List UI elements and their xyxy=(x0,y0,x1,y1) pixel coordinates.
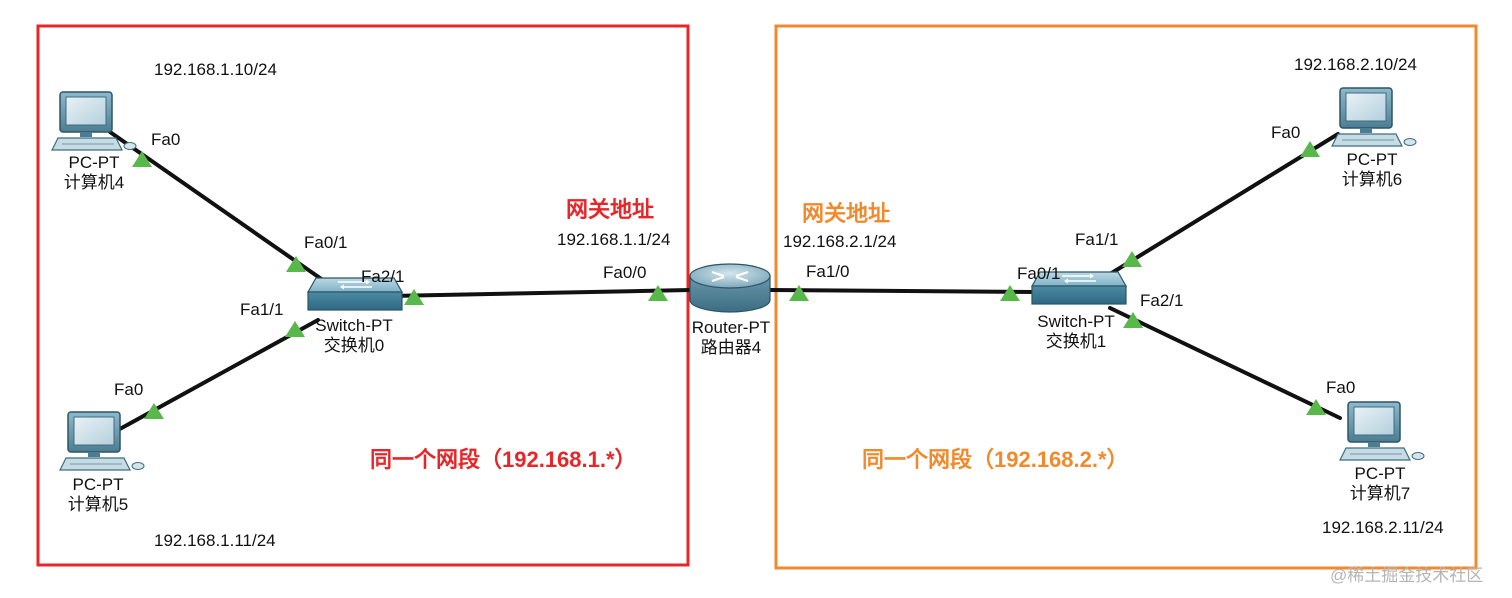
left-network-box xyxy=(36,24,690,567)
link-router-switch1 xyxy=(768,288,1040,294)
switch0-port-fa11-label: Fa1/1 xyxy=(240,300,284,319)
pc5-name: 计算机5 xyxy=(67,495,129,514)
port-indicator-router-fa00 xyxy=(648,285,668,301)
right-segment-label: 同一个网段（192.168.2.*） xyxy=(862,447,1129,472)
link-pc4-switch0 xyxy=(108,130,332,287)
left-gateway-ip: 192.168.1.1/24 xyxy=(557,230,671,249)
pc7-ip-label: 192.168.2.11/24 xyxy=(1322,518,1444,537)
right-gateway-title: 网关地址 xyxy=(802,201,891,226)
pc6-type: PC-PT xyxy=(1346,150,1398,169)
pc6-name: 计算机6 xyxy=(1341,170,1403,189)
pc5-label: PC-PT 计算机5 xyxy=(60,475,136,515)
link-switch0-router xyxy=(388,288,692,298)
pc7-type: PC-PT xyxy=(1354,464,1406,483)
pc5-port-label: Fa0 xyxy=(114,380,144,399)
left-segment-label: 同一个网段（192.168.1.*） xyxy=(370,447,637,472)
pc4-type: PC-PT xyxy=(68,153,120,172)
pc4-ip-label: 192.168.1.10/24 xyxy=(154,60,277,79)
port-indicator-router-fa10 xyxy=(789,285,809,301)
switch0-name: 交换机0 xyxy=(323,336,385,355)
pc7-computer-icon[interactable] xyxy=(1339,401,1425,461)
left-gateway-title: 网关地址 xyxy=(566,197,655,222)
right-gateway-ip: 192.168.2.1/24 xyxy=(783,232,897,251)
pc7-label: PC-PT 计算机7 xyxy=(1342,464,1418,504)
router-port-fa00-label: Fa0/0 xyxy=(603,263,647,282)
link-switch1-pc6 xyxy=(1108,132,1340,276)
watermark: @稀土掘金技术社区 xyxy=(1330,566,1484,585)
switch1-port-fa01-label: Fa0/1 xyxy=(1017,264,1061,283)
router-name: 路由器4 xyxy=(700,338,762,357)
switch0-label: Switch-PT 交换机0 xyxy=(306,316,402,356)
router-type: Router-PT xyxy=(691,318,771,337)
pc4-name: 计算机4 xyxy=(63,173,125,192)
switch1-name: 交换机1 xyxy=(1045,332,1107,351)
switch1-label: Switch-PT 交换机1 xyxy=(1028,312,1124,352)
switch0-type: Switch-PT xyxy=(315,316,393,335)
pc7-port-label: Fa0 xyxy=(1326,378,1356,397)
port-indicator-sw1-fa11 xyxy=(1122,251,1142,267)
switch0-port-fa01-label: Fa0/1 xyxy=(304,233,348,252)
pc5-type: PC-PT xyxy=(72,475,124,494)
router-port-fa10-label: Fa1/0 xyxy=(806,262,850,281)
switch0-port-fa21-label: Fa2/1 xyxy=(361,267,405,286)
pc6-label: PC-PT 计算机6 xyxy=(1334,150,1410,190)
pc4-port-label: Fa0 xyxy=(151,130,181,149)
pc7-name: 计算机7 xyxy=(1349,484,1411,503)
pc6-computer-icon[interactable] xyxy=(1331,87,1417,147)
pc6-ip-label: 192.168.2.10/24 xyxy=(1294,55,1417,74)
pc6-port-label: Fa0 xyxy=(1271,123,1301,142)
router-label: Router-PT 路由器4 xyxy=(682,318,780,358)
pc5-ip-label: 192.168.1.11/24 xyxy=(154,531,276,550)
switch1-type: Switch-PT xyxy=(1037,312,1115,331)
pc4-label: PC-PT 计算机4 xyxy=(56,153,132,193)
switch1-port-fa21-label: Fa2/1 xyxy=(1140,291,1184,310)
right-network-box xyxy=(774,24,1478,570)
switch1-port-fa11-label: Fa1/1 xyxy=(1075,230,1119,249)
link-switch1-pc7 xyxy=(1108,306,1342,420)
router-icon[interactable] xyxy=(689,263,771,313)
